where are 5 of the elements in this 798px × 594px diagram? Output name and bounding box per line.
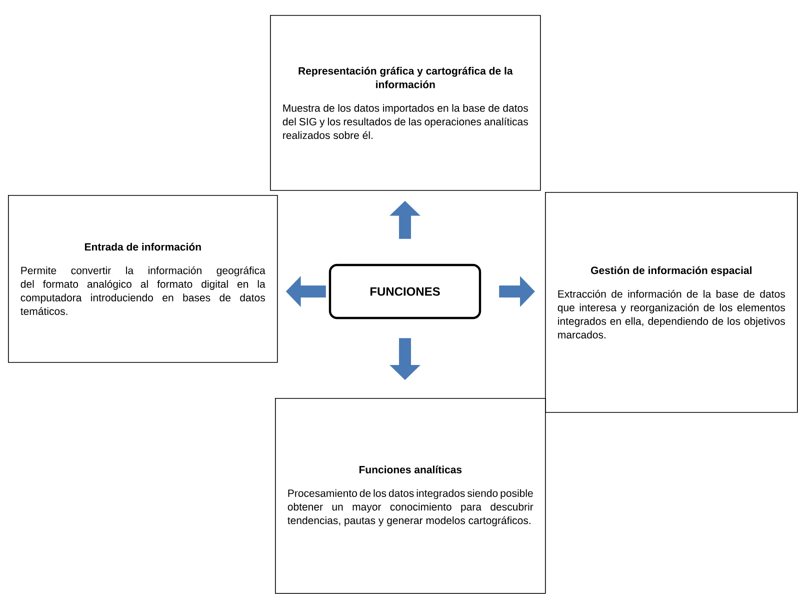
text-box: Funciones analíticas Procesamiento de los datos integrados siendo posible obtener un mayor conocimiento para descubrir tendencias, pautas y generar modelos cartográficos. xyxy=(275,398,546,594)
text-box: Representación gráfica y cartográfica de la información Muestra de los datos importados en la base de datos del SIG y los resultados de las operaciones analíticas realizados sobre él. xyxy=(270,15,541,191)
center-box: FUNCIONES xyxy=(328,264,482,320)
text-box: Gestión de información espacial Extracción de información de la base de datos que interesa y reorganización de los elementos integrados en ella, dependiendo de los objetivos marcados. xyxy=(545,192,798,413)
text-box: Entrada de información Permite convertir la información geográfica del formato analógico al formato digital en la computadora introduciendo en bases de datos temáticos. xyxy=(8,195,278,363)
